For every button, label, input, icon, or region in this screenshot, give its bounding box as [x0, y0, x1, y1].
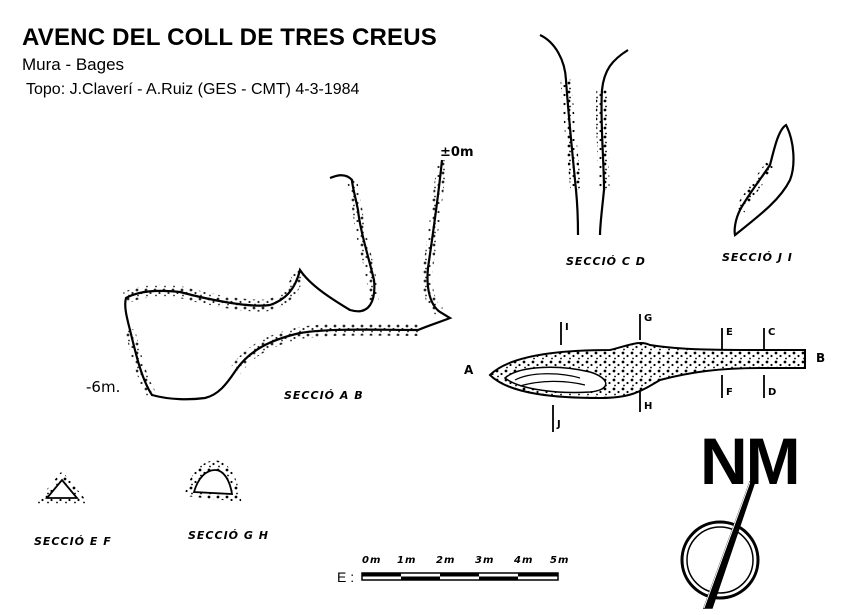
section-gh-outline	[192, 469, 234, 495]
plan-view	[488, 314, 806, 432]
section-ef-profile	[34, 470, 90, 505]
section-cd-label: SECCIÓ C D	[566, 255, 646, 268]
scale-prefix: E :	[337, 569, 355, 585]
north-arrow	[680, 480, 760, 609]
depth-top-label: ±0m	[440, 145, 474, 160]
section-ab-outline	[124, 159, 453, 401]
plan-marker-a: A	[464, 363, 474, 377]
section-ab-profile	[123, 159, 453, 401]
section-cd-profile	[539, 34, 629, 236]
section-ji-outline	[733, 123, 795, 237]
scale-tick-2: 2m	[436, 555, 456, 566]
section-gh-rock	[184, 460, 242, 503]
section-ef-rock	[34, 470, 90, 505]
scale-bar-seg-3	[479, 576, 518, 580]
section-ab-wall-rock	[125, 328, 157, 398]
scale-bar-seg-1	[401, 576, 440, 580]
section-cd-right-rock	[595, 89, 610, 191]
section-ab-entrance-rock	[422, 159, 447, 317]
scale-bar-seg-4	[518, 573, 558, 577]
plan-marker-d: D	[768, 387, 777, 398]
scale-bar	[361, 572, 559, 581]
section-ji-label: SECCIÓ J I	[722, 251, 793, 264]
section-gh-profile	[184, 460, 242, 503]
scale-bar-seg-0	[362, 573, 401, 577]
depth-bottom-label: -6m.	[86, 378, 121, 396]
plan-marker-j: J	[557, 419, 561, 430]
plan-marker-g: G	[644, 313, 653, 324]
plan-marker-e: E	[726, 327, 733, 338]
section-gh-label: SECCIÓ G H	[188, 529, 269, 542]
section-ab-shaft-rock	[347, 179, 379, 301]
scale-bar-seg-2	[440, 573, 479, 577]
plan-contour-1	[514, 373, 581, 381]
map-subtitle: Mura - Bages	[22, 55, 125, 74]
section-ab-roof-rock	[123, 268, 306, 312]
plan-chamber	[503, 366, 607, 394]
section-ji-profile	[733, 123, 795, 237]
scale-tick-3: 3m	[475, 555, 495, 566]
north-arrow-inner-ring	[686, 526, 754, 594]
section-ef-outline	[45, 478, 79, 499]
scale-tick-0: 0m	[362, 555, 382, 566]
plan-marker-i: I	[565, 322, 569, 333]
scale-tick-4: 4m	[514, 555, 534, 566]
survey-credits: Topo: J.Claverí - A.Ruiz (GES - CMT) 4-3…	[26, 81, 360, 98]
section-cd-left-rock	[560, 79, 582, 191]
section-ab-label: SECCIÓ A B	[284, 389, 364, 402]
section-ef-label: SECCIÓ E F	[34, 535, 112, 548]
scale-tick-1: 1m	[397, 555, 417, 566]
north-label: NM	[700, 424, 801, 498]
plan-marker-b: B	[816, 351, 826, 365]
plan-marker-f: F	[726, 387, 733, 398]
plan-marker-c: C	[768, 327, 776, 338]
section-ji-rock	[735, 162, 775, 213]
north-needle-highlight	[703, 481, 751, 609]
plan-marker-h: H	[644, 401, 653, 412]
map-title: AVENC DEL COLL DE TRES CREUS	[22, 24, 437, 51]
section-ab-floor-rock	[231, 323, 419, 374]
plan-contour-2	[519, 380, 586, 387]
scale-tick-5: 5m	[550, 555, 570, 566]
north-arrow-ring	[680, 520, 760, 600]
